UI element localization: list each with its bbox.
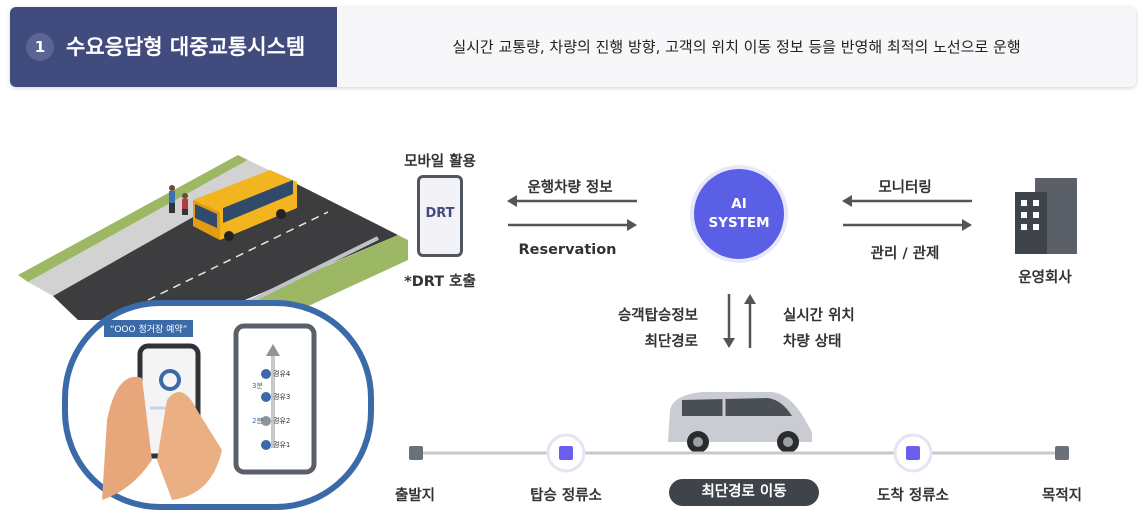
- stop-label-2: 경유2: [273, 417, 291, 425]
- reservation-label: Reservation: [518, 242, 617, 258]
- drt-call-label: *DRT 호출: [404, 274, 476, 290]
- bus-icon: [193, 170, 297, 241]
- people-icon: [169, 185, 188, 215]
- ai-text-line2: SYSTEM: [708, 215, 770, 231]
- arrival-stop-label: 도착 정류소: [877, 488, 949, 504]
- phone-drt-text: DRT: [425, 206, 455, 221]
- mobile-ai-arrows: [507, 195, 637, 231]
- van-icon: [668, 392, 812, 453]
- ai-system-circle: AI SYSTEM: [694, 169, 784, 259]
- page-title: 수요응답형 대중교통시스템: [66, 35, 306, 59]
- start-label: 출발지: [394, 488, 436, 504]
- route-stops-icon: [261, 369, 271, 450]
- route-line: [409, 433, 1069, 473]
- ai-text-line1: AI: [731, 196, 747, 212]
- stop-label-1: 경유1: [273, 441, 291, 449]
- realtime-line1: 실시간 위치: [783, 308, 855, 324]
- ai-system-label: AI SYSTEM: [694, 195, 784, 233]
- reservation-bubble: “OOO 정거장 예약”: [104, 320, 194, 337]
- realtime-line2: 차량 상태: [783, 334, 842, 350]
- header-description: 실시간 교통량, 차량의 진행 방향, 고객의 위치 이동 정보 등을 반영해 …: [452, 38, 1021, 56]
- vertical-arrows: [723, 294, 756, 348]
- header-banner: 1 수요응답형 대중교통시스템 실시간 교통량, 차량의 진행 방향, 고객의 …: [10, 7, 1136, 87]
- management-label: 관리 / 관제: [870, 246, 940, 262]
- road-bus-illustration: [18, 155, 408, 320]
- time-label-2min: 2분: [252, 417, 263, 425]
- building-icon: [1015, 178, 1077, 254]
- boarding-info-line2: 최단경로: [644, 334, 698, 350]
- boarding-info-line1: 승객탑승정보: [617, 308, 698, 324]
- moving-badge: 최단경로 이동: [669, 479, 819, 506]
- ai-operator-arrows: [842, 195, 972, 231]
- time-label-3min: 3분: [252, 382, 263, 390]
- mobile-label: 모바일 활용: [404, 154, 476, 170]
- drt-phone-icon: DRT: [417, 175, 463, 257]
- app-usage-illustration: [62, 300, 374, 510]
- header-title-block: 1 수요응답형 대중교통시스템: [10, 7, 337, 87]
- boarding-stop-label: 탑승 정류소: [530, 488, 602, 504]
- destination-label: 목적지: [1041, 488, 1083, 504]
- vehicle-info-label: 운행차량 정보: [527, 180, 613, 196]
- stop-label-4: 경유4: [273, 370, 291, 378]
- stop-label-3: 경유3: [273, 393, 291, 401]
- operator-label: 운영회사: [1018, 270, 1072, 286]
- section-number: 1: [26, 33, 54, 61]
- monitoring-label: 모니터링: [878, 180, 932, 196]
